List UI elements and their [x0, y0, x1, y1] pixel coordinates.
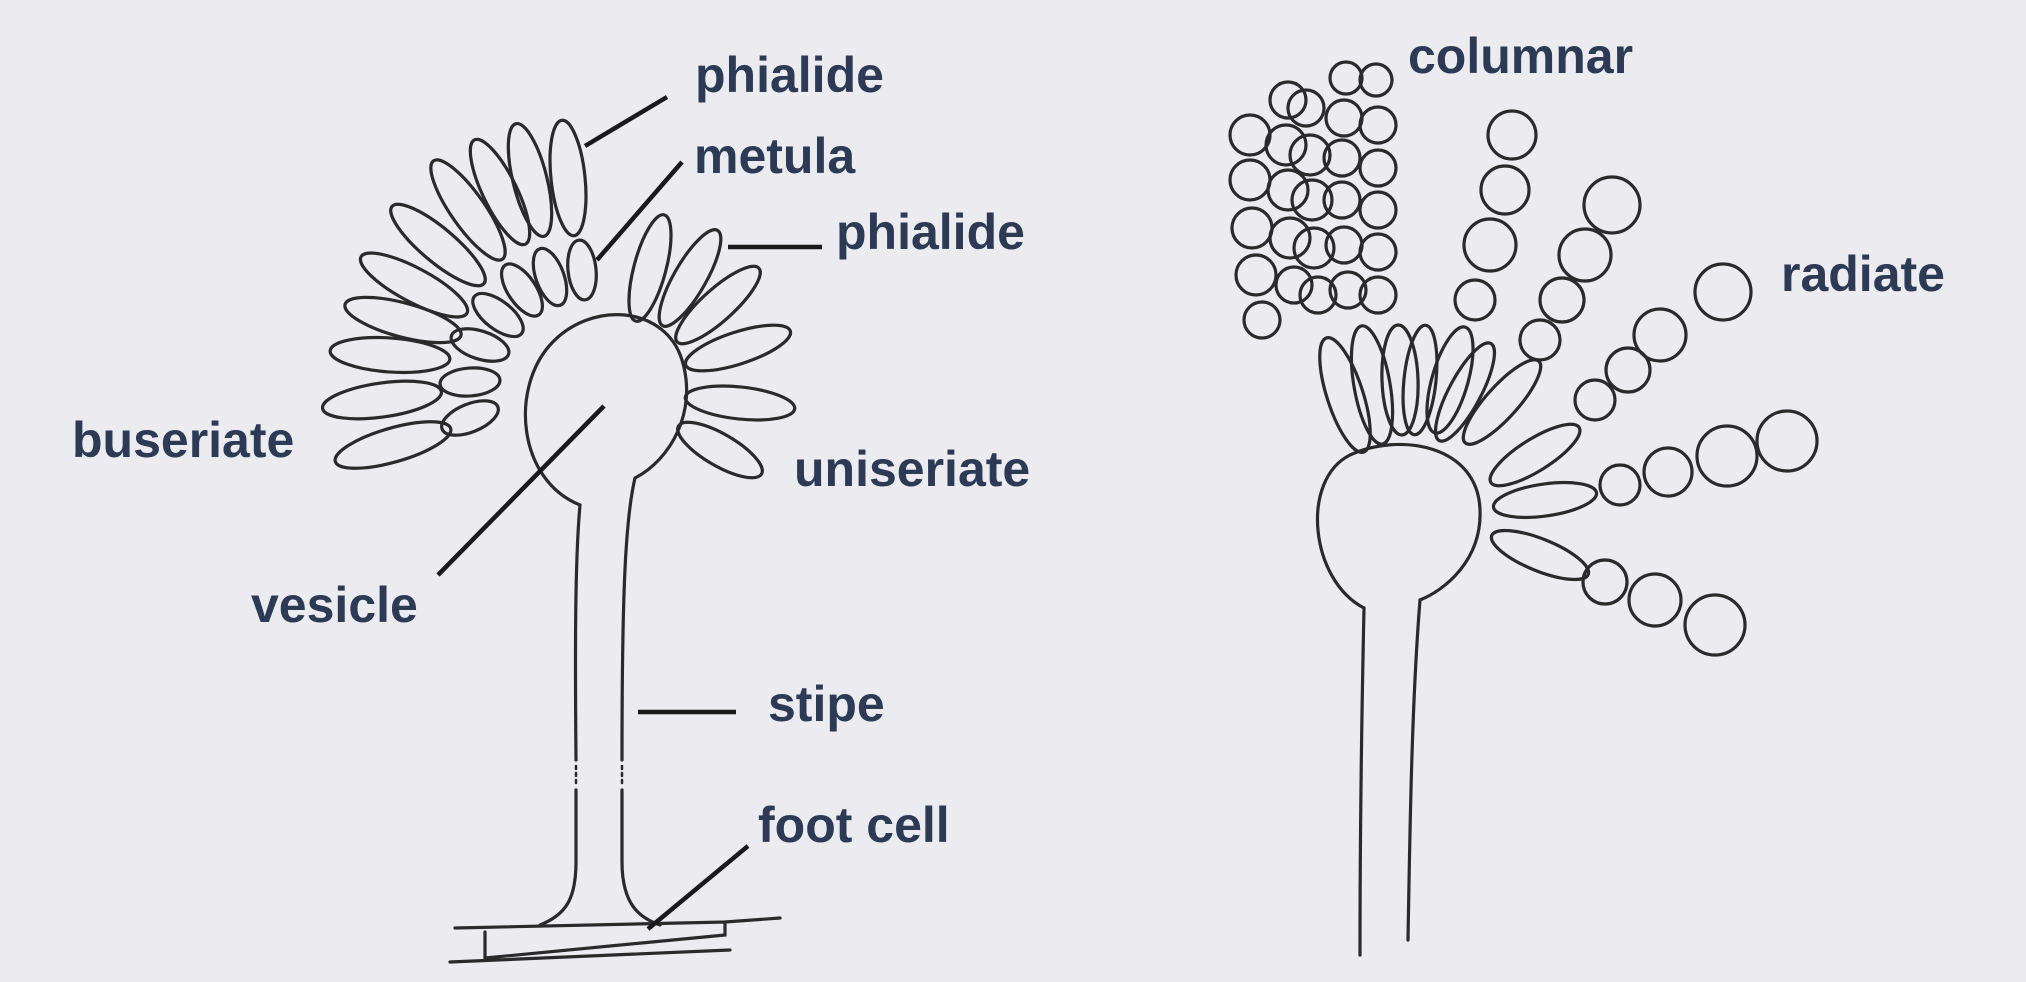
uniseriate-phialides: [620, 211, 796, 488]
left-conidiophore: [320, 119, 796, 962]
right-conidiophore: [1230, 62, 1817, 955]
label-stipe: stipe: [768, 679, 885, 729]
vesicle-stipe-outline: [525, 315, 686, 925]
label-buseriate: buseriate: [72, 415, 294, 465]
label-radiate: radiate: [1781, 249, 1945, 299]
biseriate-phialides: [320, 119, 591, 478]
label-phialide-top: phialide: [695, 50, 884, 100]
label-foot-cell: foot cell: [758, 800, 950, 850]
label-phialide-right: phialide: [836, 207, 1025, 257]
label-uniseriate: uniseriate: [794, 444, 1030, 494]
stipe-left-wall: [540, 505, 580, 925]
label-columnar: columnar: [1408, 31, 1633, 81]
label-metula: metula: [694, 131, 855, 181]
foot-cell-base: [450, 918, 780, 962]
right-vesicle: [1317, 444, 1480, 608]
radiate-chains: [1425, 111, 1817, 655]
metulae: [437, 239, 599, 443]
label-vesicle: vesicle: [251, 580, 418, 630]
